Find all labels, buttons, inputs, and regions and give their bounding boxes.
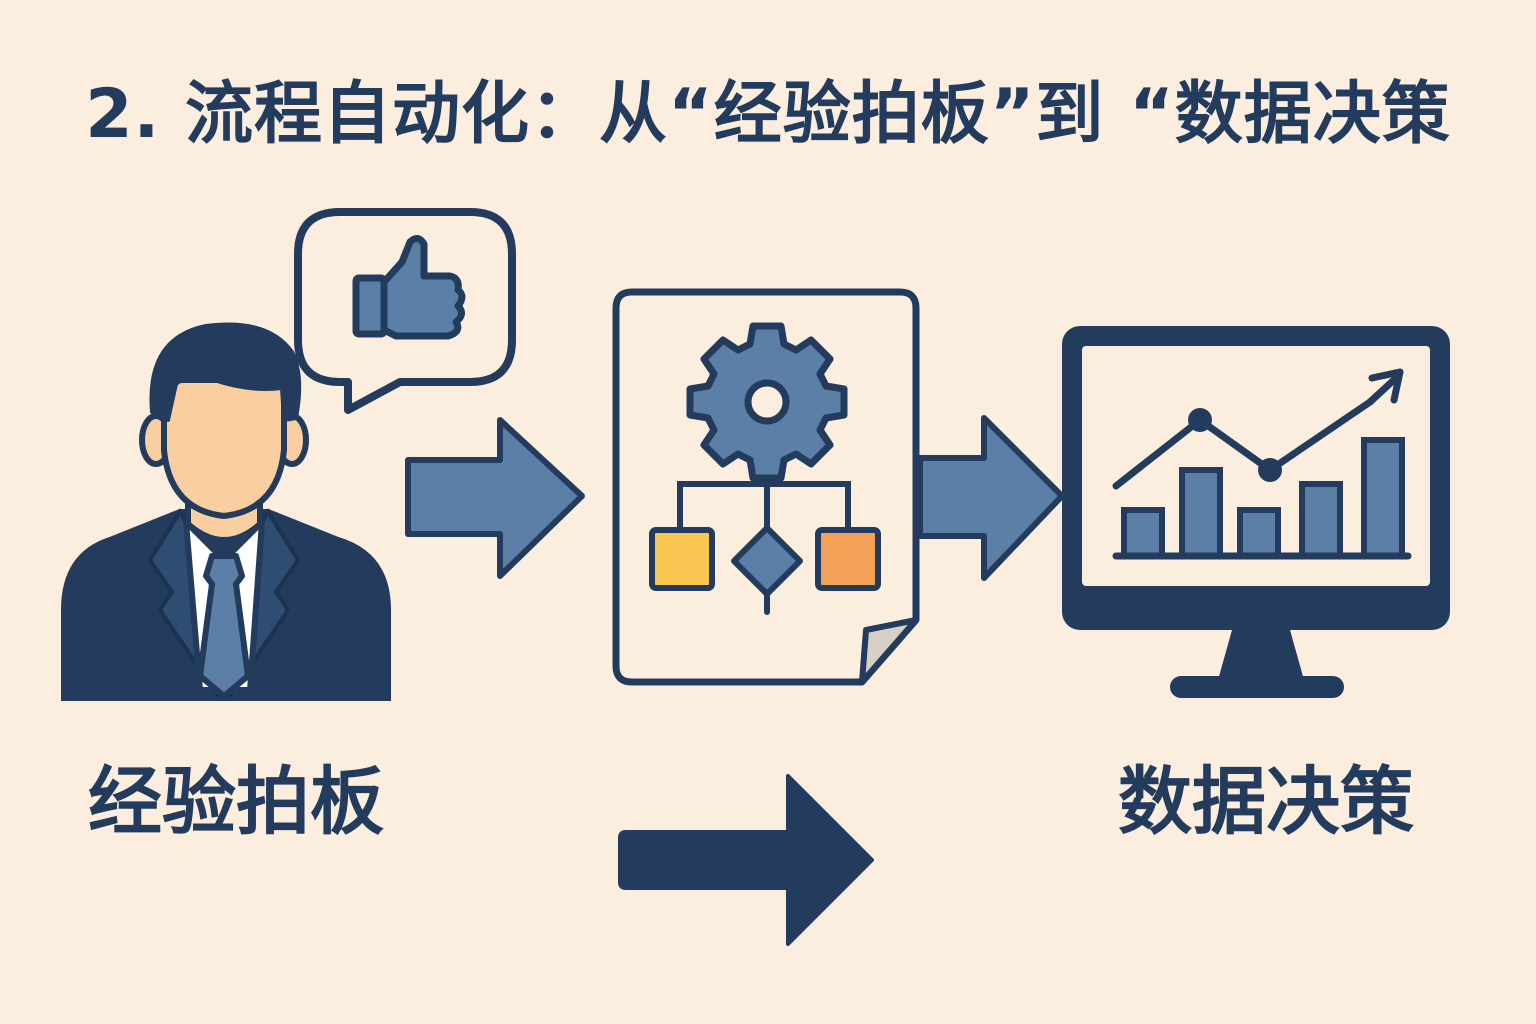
chart-bar	[1299, 481, 1343, 559]
process-flowchart-document-icon	[612, 288, 920, 686]
left-caption: 经验拍板	[88, 759, 384, 845]
flowchart-connectors	[677, 475, 851, 615]
trend-line	[1112, 398, 1374, 490]
gear-icon	[686, 322, 848, 482]
right-caption: 数据决策	[1118, 759, 1414, 845]
arrow-right-icon	[917, 415, 1065, 581]
trend-point	[1258, 458, 1282, 482]
trend-arrow-shaft	[1366, 374, 1400, 406]
flowchart-process-box	[815, 527, 881, 591]
flowchart-process-box	[649, 527, 715, 591]
arrow-right-large-icon	[618, 774, 874, 946]
page-title: 2. 流程自动化：从“经验拍板”到 “数据决策	[85, 75, 1451, 154]
chart-bar	[1121, 507, 1165, 559]
chart-bar	[1361, 437, 1405, 559]
trend-arrow-head	[1368, 368, 1404, 404]
trend-point	[1188, 408, 1212, 432]
chart-monitor-icon	[1062, 326, 1450, 698]
arrow-right-icon	[405, 417, 585, 579]
chart-bar	[1179, 467, 1223, 559]
flowchart-decision-diamond	[731, 525, 803, 597]
bar-chart	[1121, 437, 1405, 559]
businessman-icon	[61, 322, 391, 701]
thumbs-up-icon	[352, 235, 466, 340]
thumbs-up-speech-bubble-icon	[294, 208, 516, 414]
chart-bar	[1237, 507, 1281, 559]
